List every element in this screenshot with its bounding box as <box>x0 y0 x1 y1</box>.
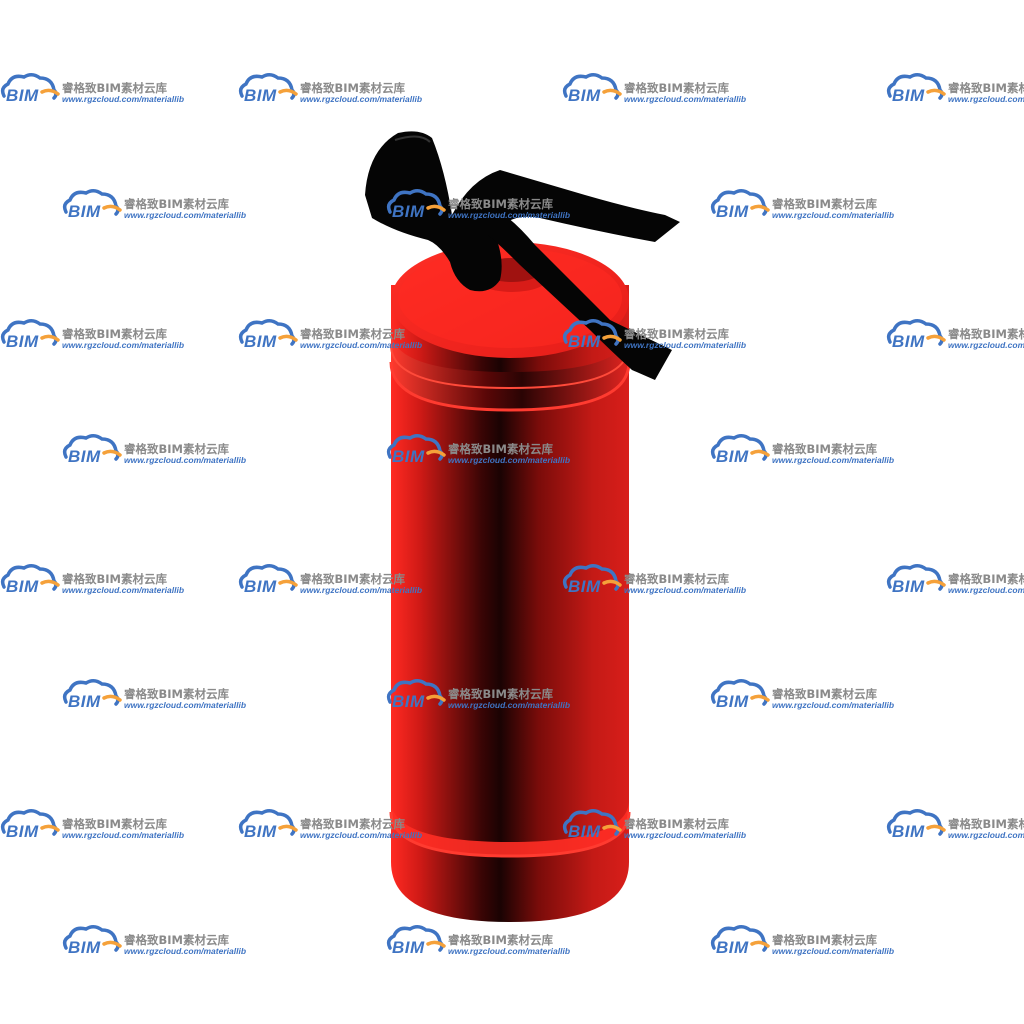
extinguisher-body <box>391 285 629 922</box>
extinguisher-upper-band <box>391 330 629 410</box>
extinguisher-handle <box>365 131 680 380</box>
extinguisher-bottom-band <box>391 800 629 856</box>
